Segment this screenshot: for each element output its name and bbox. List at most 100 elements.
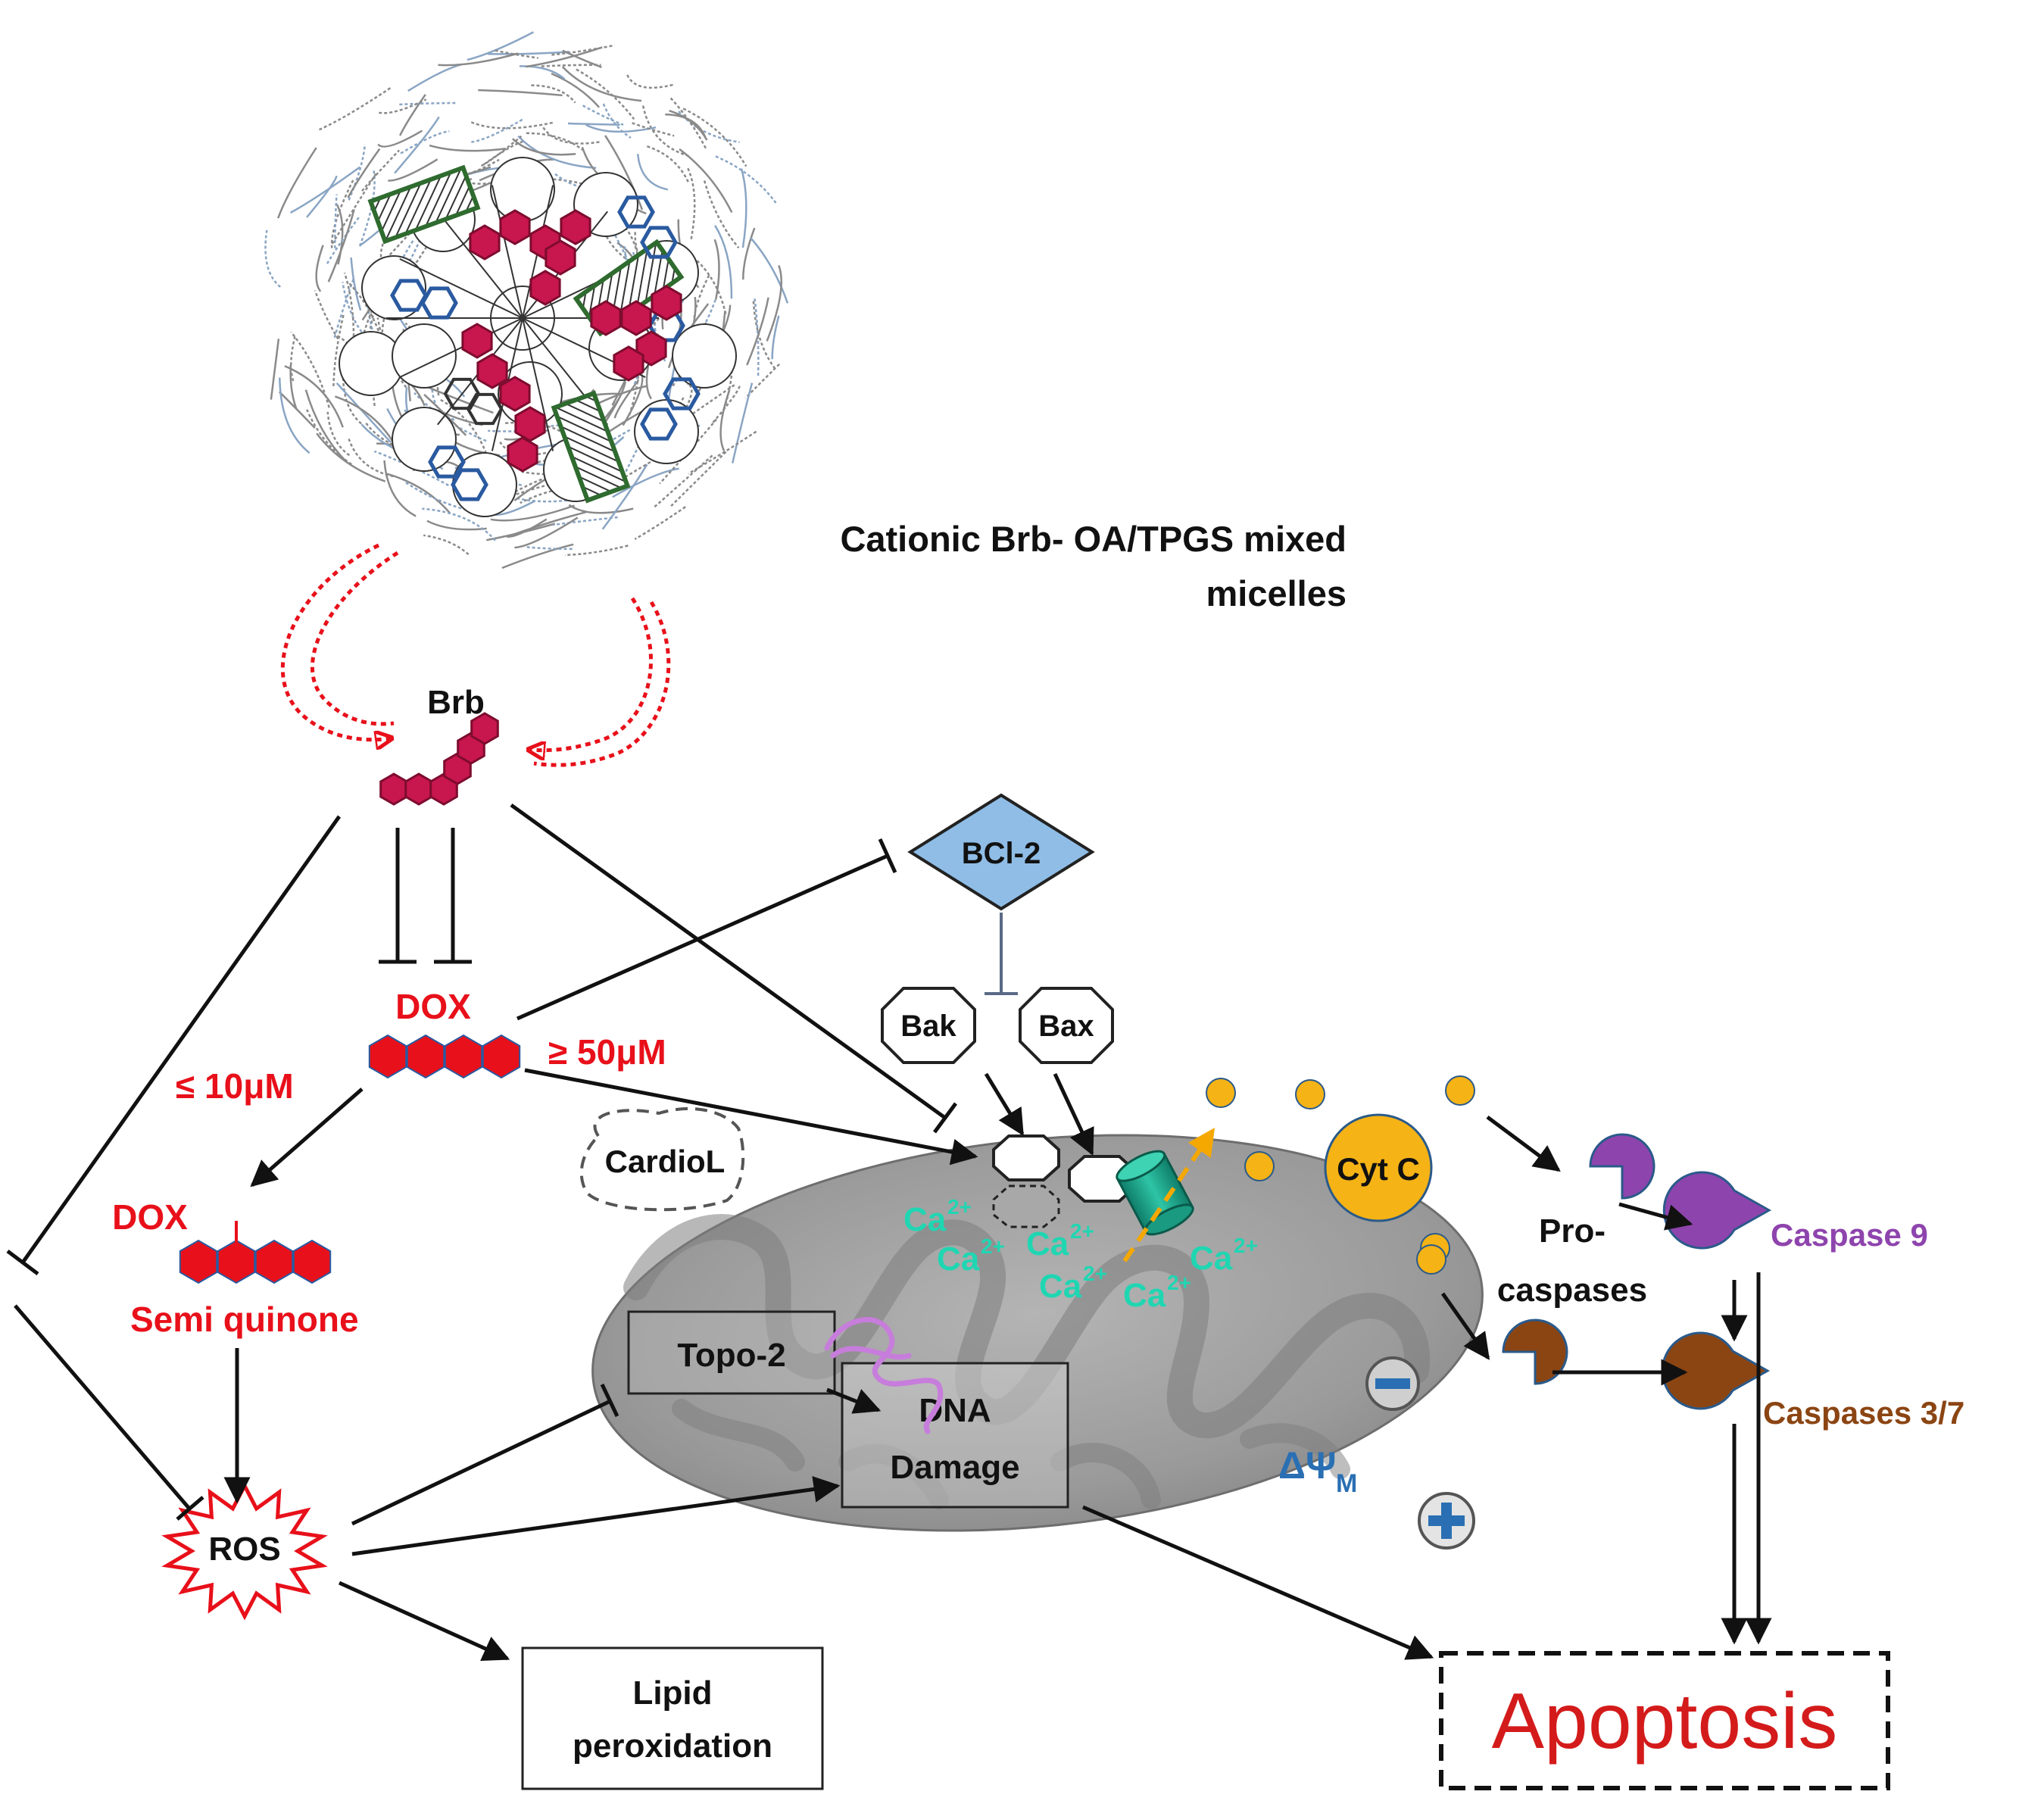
- polymer-chain: [270, 339, 280, 400]
- polymer-chain: [541, 64, 601, 67]
- polymer-chain: [641, 105, 689, 157]
- procaspases-label-line1: Pro-: [1539, 1212, 1606, 1250]
- polymer-chain: [306, 175, 338, 218]
- polymer-chain: [326, 411, 351, 457]
- polymer-chain: [568, 504, 634, 514]
- procaspase9-shape: [1589, 1133, 1655, 1200]
- tpgs-hexagon: [640, 407, 678, 441]
- dox-molecule: [368, 1034, 521, 1079]
- release-arrows: [280, 543, 671, 767]
- calcium-charge-label: 2+: [1070, 1219, 1094, 1243]
- dox-hexagon: [368, 1034, 407, 1079]
- dose-low-label: ≤ 10μM: [176, 1066, 294, 1106]
- berberine-hexagon: [613, 345, 644, 382]
- brb-mito-inhibit: [510, 803, 947, 1120]
- dna-strand: [824, 1317, 944, 1434]
- polymer-chain: [526, 46, 603, 68]
- ros-lipid-arrow: [338, 1581, 510, 1662]
- dna-damage-line2: Damage: [890, 1449, 1019, 1486]
- topo2-dna-arrow: [826, 1387, 882, 1414]
- polymer-chain: [562, 49, 602, 68]
- cytc-procaspase37-arrow: [1440, 1292, 1490, 1360]
- cytc-procaspase9-arrow: [1486, 1115, 1561, 1172]
- polymer-chain: [703, 180, 740, 249]
- polymer-chain: [289, 166, 360, 214]
- berberine-hexagon: [590, 300, 622, 336]
- polymer-chain: [507, 518, 548, 538]
- calcium-ion-label: Ca: [1190, 1240, 1233, 1277]
- polymer-chain: [264, 229, 282, 288]
- core-hexagon: [443, 377, 481, 410]
- cytc-label: Cyt C: [1337, 1151, 1420, 1187]
- delta-psi-label: ΔΨ: [1278, 1444, 1336, 1487]
- core-spoke: [399, 257, 523, 319]
- polymer-chain: [669, 97, 708, 151]
- polymer-chain: [679, 148, 733, 213]
- topo2-box: [627, 1310, 836, 1395]
- caspases37-label: Caspases 3/7: [1763, 1395, 1964, 1431]
- polymer-chain: [621, 456, 660, 480]
- semiquinone-label: Semi quinone: [130, 1300, 359, 1339]
- polymer-chain: [284, 365, 344, 428]
- polymer-chain: [335, 382, 392, 443]
- polymer-chain: [551, 44, 615, 56]
- dna-damage-line1: DNA: [919, 1392, 991, 1429]
- polymer-chain: [315, 245, 324, 292]
- cytochrome-c-dots: [1206, 1075, 1475, 1275]
- dox-semiquinone-arrow: [250, 1088, 364, 1188]
- cytc-dot: [1416, 1244, 1446, 1275]
- calcium-ion-label: Ca: [1039, 1268, 1082, 1305]
- tpgs-hexagon: [640, 226, 678, 259]
- dose-high-label: ≥ 50μM: [548, 1032, 666, 1072]
- polymer-chain: [490, 504, 576, 522]
- calcium-charge-label: 2+: [1167, 1271, 1191, 1294]
- topo2-label: Topo-2: [677, 1337, 785, 1374]
- bcl2-label: BCl-2: [962, 837, 1041, 870]
- polymer-chain: [613, 379, 640, 419]
- cardiol-label: CardioL: [605, 1144, 726, 1179]
- polymer-chain: [585, 123, 657, 133]
- polymer-chain: [612, 467, 679, 498]
- polymer-chain: [467, 31, 534, 61]
- polymer-chain: [290, 331, 330, 408]
- polymer-chain: [626, 74, 675, 89]
- core-lipid-circle: [490, 157, 555, 222]
- polymer-chain: [398, 94, 426, 136]
- bcl2-diamond: [907, 793, 1095, 911]
- polymer-chain: [665, 113, 707, 139]
- polymer-chain: [526, 132, 583, 151]
- apoptosis-box: [1439, 1651, 1890, 1790]
- polymer-chain: [277, 147, 317, 219]
- core-spoke: [437, 211, 523, 319]
- polymer-chain: [333, 277, 355, 339]
- polymer-chain: [517, 135, 597, 170]
- tpgs-hexagon: [390, 279, 428, 312]
- polymer-chain: [752, 301, 777, 371]
- polymer-chain: [318, 86, 393, 131]
- polymer-chain: [542, 126, 602, 145]
- cytc-circle: [1324, 1113, 1433, 1222]
- polymer-chain: [582, 105, 624, 126]
- polymer-chain: [304, 389, 348, 463]
- polymer-chain: [279, 377, 311, 454]
- release-arrow-right: [530, 597, 654, 751]
- left-ros-inhibit-bar: [176, 1496, 204, 1521]
- polymer-chain: [521, 468, 598, 476]
- brb-molecule: [379, 712, 499, 806]
- polymer-chain: [440, 398, 488, 454]
- bak-octagon: [881, 987, 976, 1064]
- core-lipid-circle: [672, 323, 737, 389]
- polymer-chain: [350, 257, 362, 311]
- polymer-chain: [653, 454, 713, 509]
- berberine-hexagon: [545, 239, 576, 276]
- procaspases-label-line2: caspases: [1497, 1272, 1647, 1309]
- berberine-hexagon: [499, 376, 531, 412]
- berberine-hexagon: [476, 353, 508, 389]
- polymer-chain: [377, 130, 423, 148]
- brb-label: Brb: [427, 684, 485, 721]
- apoptosis-label: Apoptosis: [1492, 1677, 1838, 1765]
- berberine-hexagon: [514, 406, 546, 442]
- release-arrow-left-inner: [311, 551, 399, 726]
- polymer-chain: [634, 506, 686, 540]
